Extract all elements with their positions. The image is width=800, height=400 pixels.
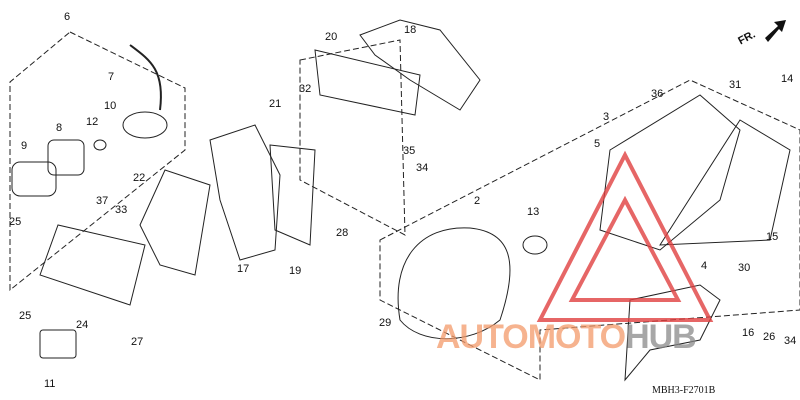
label-7: 7 [108, 71, 115, 83]
label-6: 6 [64, 11, 71, 23]
label-33: 33 [115, 204, 128, 216]
group-box-left [9, 31, 186, 292]
label-22: 22 [133, 172, 146, 184]
label-21: 21 [269, 98, 282, 110]
label-19: 19 [289, 265, 302, 277]
label-13: 13 [527, 206, 540, 218]
part-17-fender [209, 124, 281, 261]
part-11-light [39, 329, 77, 359]
part-22-bracket [139, 169, 211, 276]
part-3-housing [599, 94, 741, 251]
label-15: 15 [766, 231, 779, 243]
label-28: 28 [336, 227, 349, 239]
label-3: 3 [603, 111, 610, 123]
label-30: 30 [738, 262, 751, 274]
group-box-right [379, 79, 800, 381]
part-4-bracket [624, 284, 721, 382]
label-12: 12 [86, 116, 99, 128]
label-32: 32 [299, 83, 312, 95]
group-box-center [299, 39, 406, 236]
part-15-gasket [659, 119, 791, 246]
part-20-stay [314, 49, 421, 116]
part-13-bulb [522, 235, 548, 255]
label-27: 27 [131, 336, 144, 348]
watermark-text-a: AUTOMOTO [436, 318, 626, 356]
label-2: 2 [474, 195, 481, 207]
part-10-socket [122, 111, 168, 139]
part-7-wire [129, 44, 162, 111]
part-8-lens [47, 139, 85, 176]
label-8: 8 [56, 122, 63, 134]
watermark-text: AUTOMOTOHUB [436, 318, 697, 356]
label-20: 20 [325, 31, 338, 43]
label-11: 11 [44, 378, 56, 390]
label-4: 4 [701, 260, 708, 272]
part-19-reflector [269, 144, 316, 246]
part-24-plate [39, 224, 146, 306]
label-18: 18 [404, 24, 417, 36]
drawing-code: MBH3-F2701B [652, 385, 716, 396]
front-arrow-icon [765, 20, 786, 42]
watermark-logo [536, 150, 714, 322]
label-17: 17 [237, 263, 250, 275]
label-25b: 25 [19, 310, 32, 322]
label-5: 5 [594, 138, 601, 150]
label-34: 34 [416, 162, 429, 174]
label-16: 16 [742, 327, 755, 339]
part-12-bulb [93, 139, 107, 151]
label-37: 37 [96, 195, 109, 207]
label-26: 26 [763, 331, 776, 343]
label-9: 9 [21, 140, 28, 152]
label-14: 14 [781, 73, 794, 85]
label-25: 25 [9, 216, 22, 228]
label-29: 29 [379, 317, 392, 329]
part-9-cap [11, 161, 57, 197]
label-36: 36 [651, 88, 664, 100]
label-31: 31 [729, 79, 742, 91]
label-10: 10 [104, 100, 117, 112]
label-24: 24 [76, 319, 89, 331]
label-34b: 34 [784, 335, 797, 347]
part-2-lens [397, 227, 511, 340]
label-35: 35 [403, 145, 416, 157]
part-18-rail [359, 19, 481, 111]
watermark-text-b: HUB [625, 318, 697, 356]
